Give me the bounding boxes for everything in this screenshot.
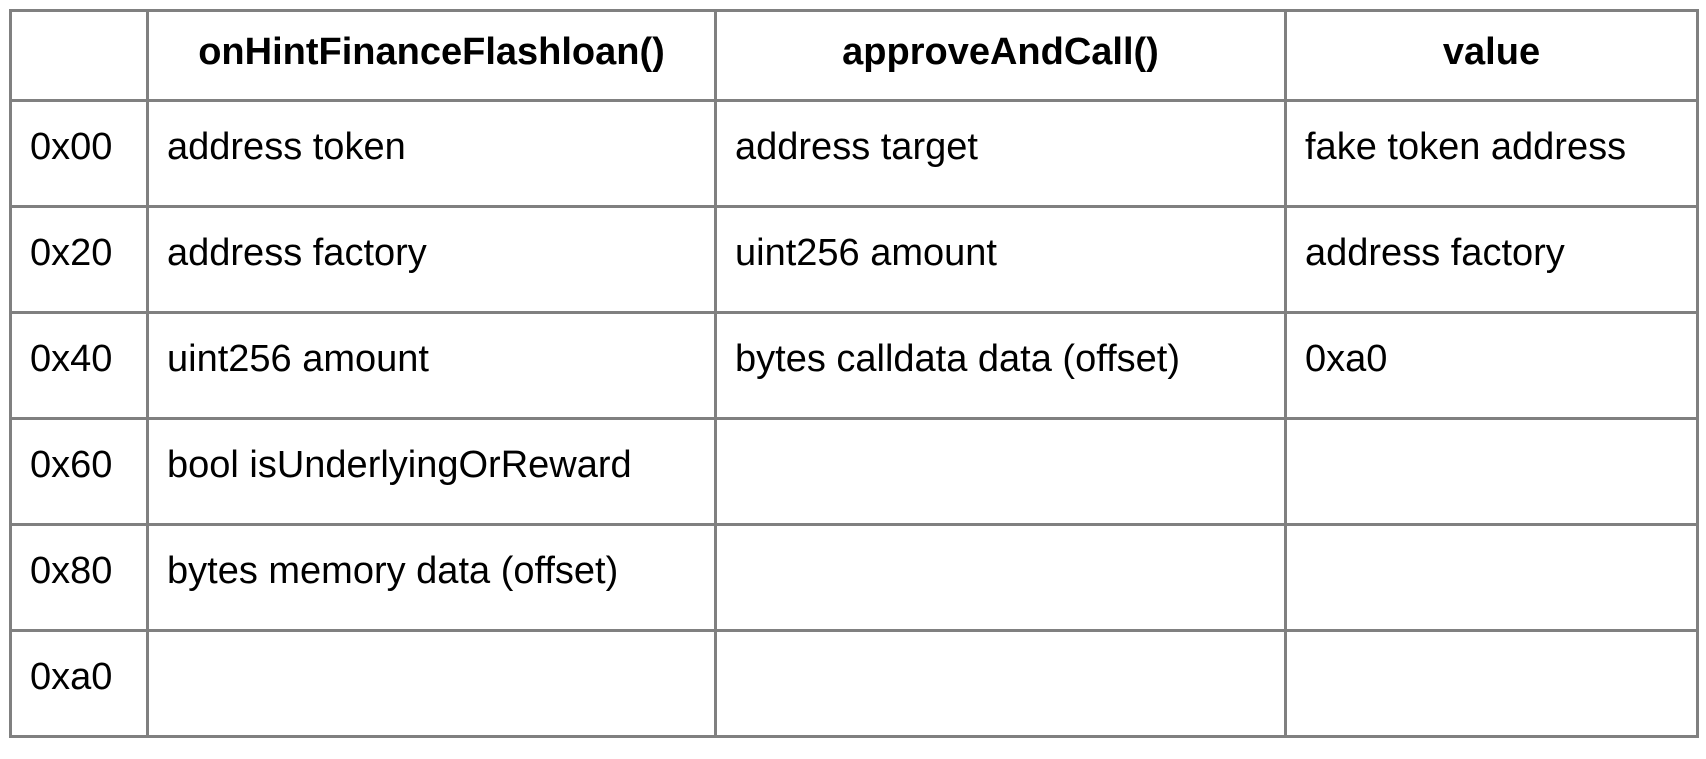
approve-param-cell — [714, 523, 1287, 632]
value-cell: address factory — [1284, 205, 1699, 314]
onhint-param-cell: bool isUnderlyingOrReward — [146, 417, 717, 526]
offset-cell: 0x80 — [9, 523, 149, 632]
header-cell-approveandcall: approveAndCall() — [714, 9, 1287, 102]
offset-cell: 0x40 — [9, 311, 149, 420]
onhint-param-cell — [146, 629, 717, 738]
value-cell — [1284, 629, 1699, 738]
offset-cell: 0x00 — [9, 99, 149, 208]
onhint-param-cell: address factory — [146, 205, 717, 314]
approve-param-cell: bytes calldata data (offset) — [714, 311, 1287, 420]
onhint-param-cell: uint256 amount — [146, 311, 717, 420]
header-cell-value: value — [1284, 9, 1699, 102]
offset-cell: 0x60 — [9, 417, 149, 526]
approve-param-cell — [714, 417, 1287, 526]
approve-param-cell — [714, 629, 1287, 738]
value-cell: 0xa0 — [1284, 311, 1699, 420]
onhint-param-cell: address token — [146, 99, 717, 208]
header-cell-onhintfinanceflashloan: onHintFinanceFlashloan() — [146, 9, 717, 102]
header-cell-offset — [9, 9, 149, 102]
table-row-0x40: 0x40 uint256 amount bytes calldata data … — [9, 311, 1699, 420]
table-header-row: onHintFinanceFlashloan() approveAndCall(… — [9, 9, 1699, 102]
value-cell: fake token address — [1284, 99, 1699, 208]
approve-param-cell: uint256 amount — [714, 205, 1287, 314]
table-row-0xa0: 0xa0 — [9, 629, 1699, 738]
value-cell — [1284, 523, 1699, 632]
table-row-0x80: 0x80 bytes memory data (offset) — [9, 523, 1699, 632]
calldata-layout-table: onHintFinanceFlashloan() approveAndCall(… — [9, 9, 1699, 738]
table-row-0x60: 0x60 bool isUnderlyingOrReward — [9, 417, 1699, 526]
table-row-0x00: 0x00 address token address target fake t… — [9, 99, 1699, 208]
table-row-0x20: 0x20 address factory uint256 amount addr… — [9, 205, 1699, 314]
offset-cell: 0x20 — [9, 205, 149, 314]
onhint-param-cell: bytes memory data (offset) — [146, 523, 717, 632]
value-cell — [1284, 417, 1699, 526]
approve-param-cell: address target — [714, 99, 1287, 208]
offset-cell: 0xa0 — [9, 629, 149, 738]
